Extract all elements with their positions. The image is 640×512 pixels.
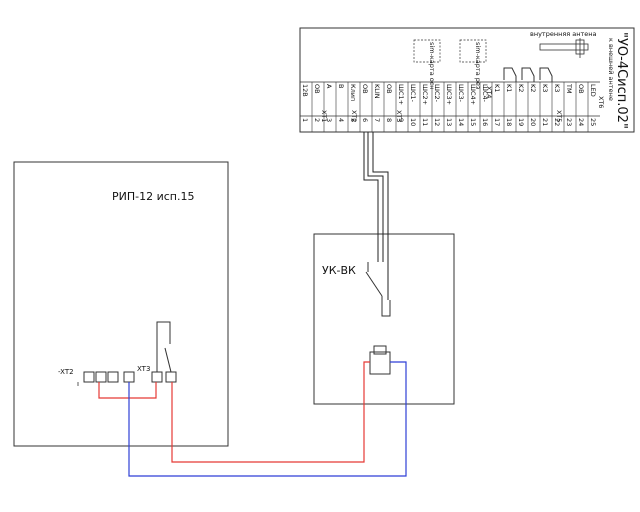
rip-xt3-label: XT3 [137, 365, 150, 373]
terminal-name-3: A [325, 84, 333, 89]
terminal-name-22: K3 [553, 84, 561, 92]
terminal-number-17: 17 [493, 118, 501, 126]
terminal-name-12: ШС2- [433, 84, 441, 103]
rip12-title: РИП-12 исп.15 [112, 190, 194, 203]
terminal-name-13: ШС3+ [445, 84, 453, 105]
terminal-name-17: K1 [493, 84, 501, 92]
terminal-number-14: 14 [457, 118, 465, 126]
terminal-number-25: 25 [589, 118, 597, 126]
terminal-number-13: 13 [445, 118, 453, 126]
terminal-name-10: ШС1- [409, 84, 417, 103]
terminal-number-6: 6 [361, 118, 369, 122]
relay-k2-icon [521, 67, 535, 82]
terminal-name-14: ШС3- [457, 84, 465, 103]
uk-vk-block [313, 233, 455, 405]
terminal-name-16: ШС4- [481, 84, 489, 103]
terminal-name-8: ОВ [385, 84, 393, 94]
terminal-number-18: 18 [505, 118, 513, 126]
internal-antenna-label: внутренняя антена [530, 30, 596, 38]
terminal-number-20: 20 [529, 118, 537, 126]
terminal-number-4: 4 [337, 118, 345, 122]
terminal-name-4: B [337, 84, 345, 88]
terminal-number-8: 8 [385, 118, 393, 122]
terminal-number-3: 3 [325, 118, 333, 122]
sim-main-label: sim-карта осн [428, 42, 436, 90]
xt4-label: XT4 [485, 86, 493, 98]
external-antenna-label: к внешней антене [607, 38, 615, 101]
xt3-label: XT3 [395, 110, 403, 122]
terminal-number-22: 22 [553, 118, 561, 126]
sim-card-slot-main: sim-карта осн [413, 39, 441, 90]
xt6-label: XT6 [597, 96, 605, 108]
terminal-strip: 12В 1 ОВ 2 A 3 B 4 Клип 5 ОВ 6 KLIN 7 ОВ 8 ШС1+ 9 ШС1- 10 ШС… [299, 82, 597, 132]
positive-wire [98, 361, 370, 463]
terminal-number-24: 24 [577, 118, 585, 126]
rip-terminal-block [83, 371, 177, 383]
terminal-name-2: ОВ [313, 84, 321, 94]
sim-reserve-label: sim-карта рез [474, 42, 482, 90]
terminal-name-9: ШС1+ [397, 84, 405, 105]
terminal-name-7: KLIN [373, 84, 381, 99]
terminal-name-1: 12В [301, 84, 309, 97]
terminal-name-24: ОВ [577, 84, 585, 94]
relay-k3-icon [539, 67, 553, 82]
negative-wire [128, 361, 407, 477]
terminal-number-7: 7 [373, 118, 381, 122]
terminal-number-9: 9 [397, 118, 405, 122]
terminal-number-2: 2 [313, 118, 321, 122]
terminal-number-19: 19 [517, 118, 525, 126]
reed-switch-icon [365, 262, 391, 317]
terminal-name-21: K3 [541, 84, 549, 92]
terminal-name-11: ШС2+ [421, 84, 429, 105]
terminal-name-23: TM [565, 83, 573, 94]
relay-k1-icon [503, 67, 517, 82]
xt5-label: XT5 [555, 110, 563, 122]
terminal-number-1: 1 [301, 118, 309, 122]
terminal-number-16: 16 [481, 118, 489, 126]
terminal-number-10: 10 [409, 118, 417, 126]
xt2-label: XT2 [350, 110, 358, 122]
terminal-name-5: Клип [349, 84, 357, 101]
antenna-icon [539, 38, 589, 58]
rip-relay-contact [156, 321, 172, 373]
terminal-number-21: 21 [541, 118, 549, 126]
terminal-name-19: K2 [517, 84, 525, 92]
signal-wire [363, 132, 389, 300]
terminal-number-23: 23 [565, 118, 573, 126]
terminal-number-12: 12 [433, 118, 441, 126]
sim-card-slot-reserve: sim-карта рез [459, 39, 487, 90]
terminal-name-6: ОВ [361, 84, 369, 94]
uo4s-title: "УО-4Сисп.02" [614, 32, 629, 129]
terminal-name-15: ШС4+ [469, 84, 477, 105]
terminal-number-11: 11 [421, 118, 429, 126]
uk-vk-title: УК-ВК [322, 264, 356, 277]
terminal-name-20: K2 [529, 84, 537, 92]
uk-connector-icon [369, 345, 391, 375]
terminal-number-5: 5 [349, 118, 357, 122]
terminal-name-18: K1 [505, 84, 513, 92]
terminal-number-15: 15 [469, 118, 477, 126]
terminal-name-25: LED [589, 84, 597, 97]
uo4s-block [299, 27, 635, 133]
rip12-block [13, 161, 229, 447]
rip-xt2-label: -XT2 [58, 368, 74, 376]
xt1-label: XT1 [320, 110, 328, 122]
